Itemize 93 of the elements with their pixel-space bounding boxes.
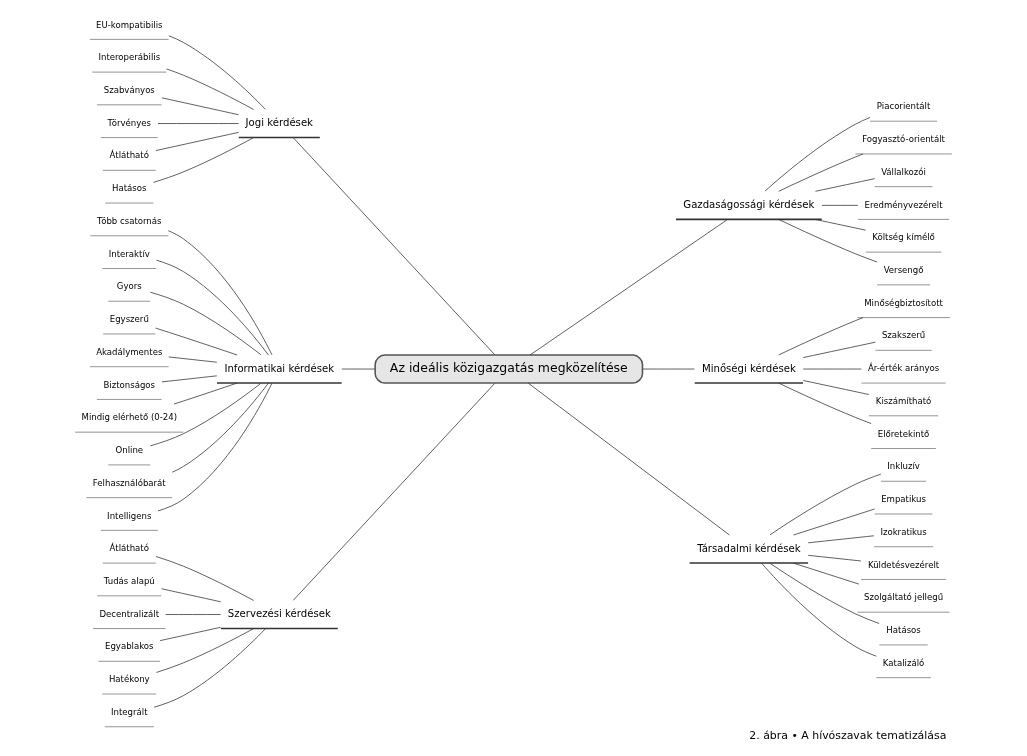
connector (166, 68, 254, 110)
connector (156, 628, 254, 673)
node-text: Társadalmi kérdések (697, 542, 801, 554)
node-text: Gyors (116, 281, 142, 292)
node-text: Katalizáló (882, 657, 925, 668)
node-text: Felhasználóbarát (92, 477, 166, 488)
node-text: Átlátható (109, 150, 149, 161)
connector (778, 317, 864, 356)
connector (778, 382, 872, 424)
node-text: Biztonságos (103, 379, 156, 390)
node-text: Költség kímélő (872, 232, 935, 243)
connector (155, 131, 240, 151)
connector (165, 614, 222, 615)
node-text: Versengő (883, 265, 924, 276)
node-text: Intelligens (107, 510, 152, 521)
node-text: Jogi kérdések (245, 117, 313, 129)
connector (778, 153, 864, 192)
node-text: Szolgáltató jellegű (864, 592, 944, 603)
node-text: Több csatornás (97, 215, 162, 226)
node-text: Szakszerű (881, 330, 926, 341)
node-text: Tudás alapú (103, 575, 155, 586)
connector (761, 562, 877, 657)
connector (341, 368, 376, 370)
node-text: Egyszerű (109, 314, 149, 325)
caption: 2. ábra • A hívószavak tematizálása (749, 728, 947, 742)
node-text: Empatikus (881, 494, 926, 505)
connector (157, 123, 240, 124)
connector (168, 356, 218, 363)
connector (769, 562, 880, 624)
connector (793, 508, 875, 536)
node-text: Gazdaságossági kérdések (683, 199, 815, 211)
connector (642, 368, 695, 370)
connector (292, 382, 496, 601)
connector (157, 382, 273, 512)
connector (159, 626, 221, 642)
node-text: Hatásos (886, 625, 921, 636)
connector (153, 628, 266, 708)
connector (529, 219, 728, 356)
connector (292, 137, 496, 356)
node-text: Hatásos (112, 183, 147, 194)
connector (802, 380, 870, 395)
node-text: Piacorientált (876, 101, 931, 112)
node-text: Minőségbiztosított (864, 297, 943, 308)
connector (821, 205, 859, 206)
connector (802, 341, 876, 358)
connector (161, 588, 222, 603)
connector (149, 291, 262, 356)
node-text: Mindig elérhető (0-24) (81, 412, 178, 423)
node-text: Ár-érték arányos (867, 363, 940, 374)
node-text: Fogyasztó-orientált (862, 134, 945, 145)
connector (155, 556, 254, 601)
node-text: Törvényes (107, 117, 151, 128)
node-text: Szabványos (103, 84, 155, 95)
connector (778, 219, 878, 263)
connector (171, 382, 269, 473)
node-text: Akadálymentes (96, 346, 163, 357)
node-text: Izokratikus (880, 526, 927, 537)
node-text: Előretekintő (877, 428, 930, 439)
connector (153, 137, 254, 183)
node-text: Szervezési kérdések (227, 608, 331, 620)
connector (764, 117, 871, 192)
node-box: Az ideális közigazgatás megközelítése (374, 354, 644, 384)
connector (815, 219, 867, 231)
connector (173, 382, 238, 405)
node-text: Decentralizált (99, 608, 160, 619)
connector (155, 327, 238, 356)
connector (807, 554, 862, 562)
node-text: EU-kompatibilis (96, 19, 163, 30)
connector (167, 230, 273, 356)
node-text: Hatékony (108, 674, 150, 685)
connector (769, 473, 882, 536)
connector (161, 97, 239, 116)
node-text: Küldetésvezérelt (867, 559, 940, 570)
connector (527, 382, 730, 536)
node-text: Interaktív (108, 248, 150, 259)
connector (161, 375, 218, 383)
node-text: Integrált (111, 706, 148, 717)
connector (793, 562, 860, 585)
connector (815, 178, 876, 192)
node-text: Egyablakos (104, 641, 154, 652)
node-text: Interoperábilis (98, 52, 161, 63)
connector (807, 535, 875, 544)
connector (168, 35, 266, 110)
node-text: Inkluzív (887, 461, 920, 472)
node-text: Átlátható (109, 543, 149, 554)
node-text: Online (115, 445, 144, 456)
connector (149, 382, 262, 447)
connector (156, 259, 269, 356)
node-text: Eredményvezérelt (864, 199, 943, 210)
node-text: Informatikai kérdések (224, 362, 335, 374)
node-text: Vállalkozói (881, 166, 926, 177)
node-text: Kiszámítható (875, 395, 932, 406)
node-text: Minőségi kérdések (701, 362, 796, 374)
